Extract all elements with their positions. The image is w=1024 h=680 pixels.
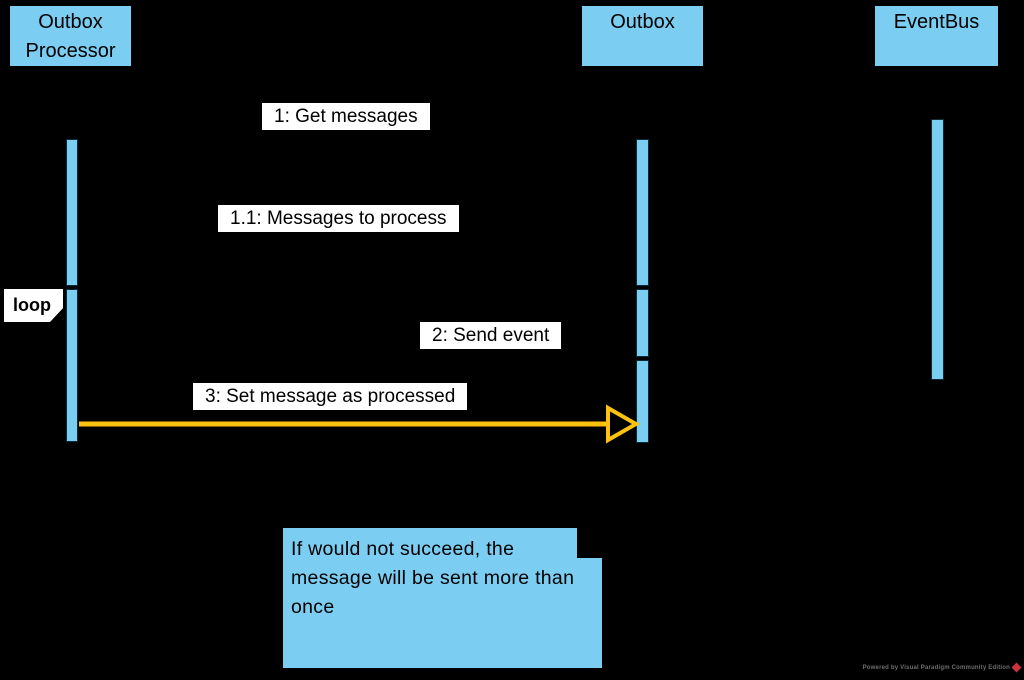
- message-label-messages-to-process: 1.1: Messages to process: [218, 205, 459, 232]
- watermark: Powered by Visual Paradigm Community Edi…: [862, 662, 1022, 673]
- lifeline-head-outbox-processor: Outbox Processor: [8, 4, 133, 68]
- lifeline-label-outbox-processor: Outbox Processor: [25, 11, 116, 62]
- lifeline-head-eventbus: EventBus: [873, 4, 1000, 68]
- loop-fragment-operator: loop: [13, 295, 51, 315]
- return-arrow: [79, 404, 641, 444]
- activation-bar-outbox-1: [636, 139, 649, 286]
- note-box: If would not succeed, the message will b…: [283, 528, 602, 668]
- watermark-text: Powered by Visual Paradigm Community Edi…: [862, 664, 1010, 671]
- activation-bar-eventbus: [931, 119, 944, 380]
- message-label-set-message-processed: 3: Set message as processed: [193, 383, 468, 410]
- activation-bar-outbox-processor-1: [66, 139, 78, 286]
- message-label-get-messages: 1: Get messages: [262, 103, 430, 130]
- lifeline-head-outbox: Outbox: [580, 4, 705, 68]
- lifeline-label-outbox: Outbox: [610, 11, 675, 33]
- visual-paradigm-logo-icon: [1011, 662, 1022, 673]
- note-text: If would not succeed, the message will b…: [291, 538, 575, 618]
- lifeline-label-eventbus: EventBus: [893, 11, 980, 33]
- activation-bar-outbox-2: [636, 289, 649, 357]
- open-arrowhead-icon: [606, 404, 641, 444]
- loop-fragment-label: loop: [4, 289, 63, 322]
- activation-bar-outbox-3: [636, 360, 649, 443]
- message-label-send-event: 2: Send event: [420, 322, 562, 349]
- activation-bar-outbox-processor-2: [66, 289, 78, 442]
